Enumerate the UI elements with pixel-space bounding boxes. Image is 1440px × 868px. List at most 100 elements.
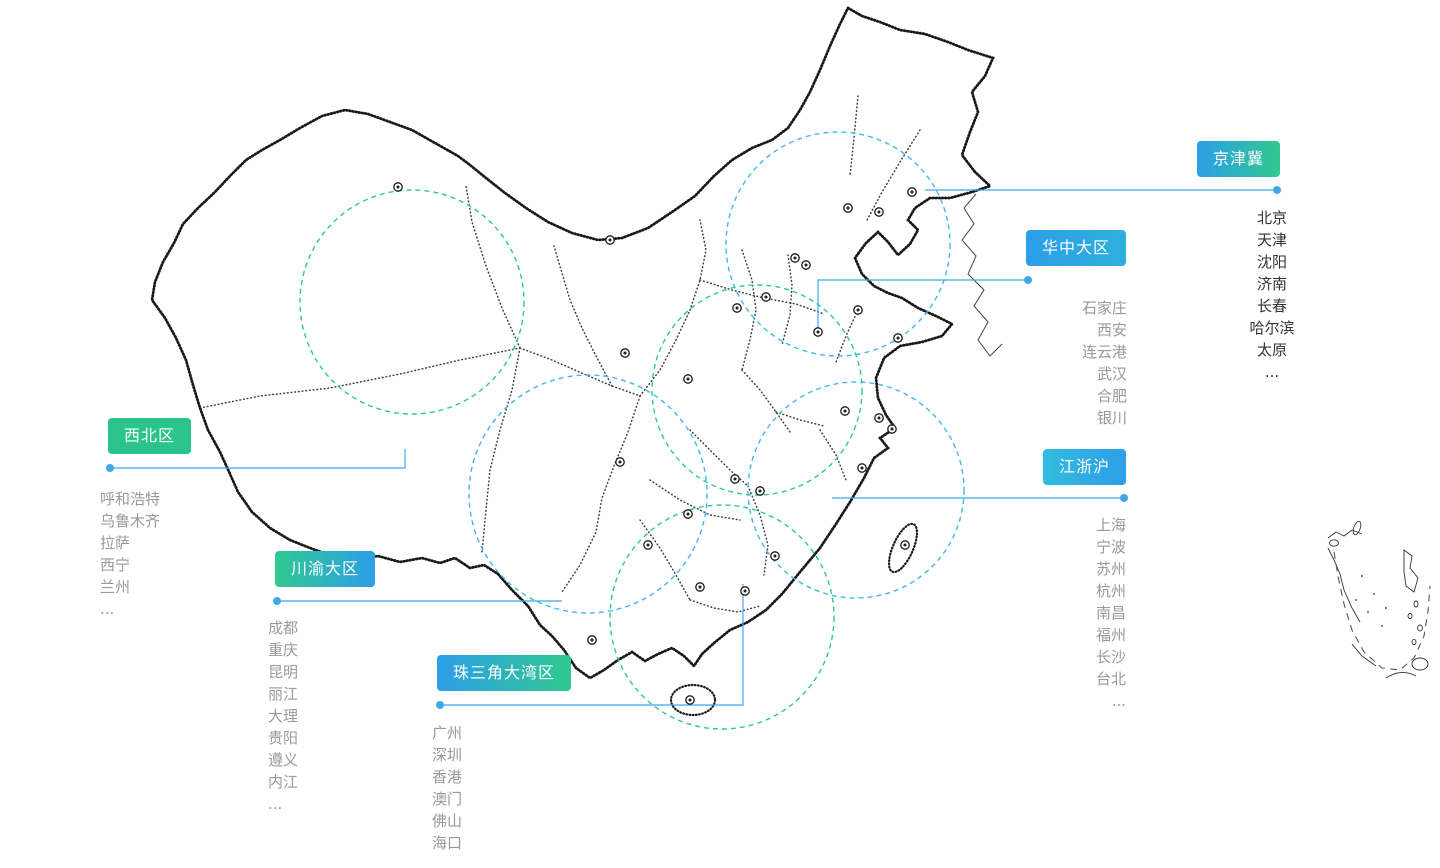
region-label-jingjinji[interactable]: 京津冀 [1197,141,1281,177]
city-name: 太原 [1256,341,1287,359]
region-label-chuanyu[interactable]: 川渝大区 [275,551,376,587]
city-marker-dot [735,306,739,310]
city-name: 兰州 [100,578,131,596]
city-name: 昆明 [268,663,299,681]
city-name: 香港 [432,768,463,786]
city-marker-dot [877,210,881,214]
city-list-chuanyu: 成都重庆昆明丽江大理贵阳遵义内江... [268,617,388,815]
city-name: 西安 [1096,321,1127,339]
region-circle-central [651,284,863,496]
city-marker-dot [773,554,777,558]
region-circle-jingjinji [725,131,951,357]
city-marker-dot [743,589,747,593]
connector-dot-zhusanjiao [436,701,444,709]
region-label-xibei[interactable]: 西北区 [108,418,192,454]
city-name: 武汉 [1096,365,1127,383]
city-marker-dot [846,206,850,210]
city-marker-dot [618,460,622,464]
city-marker-dot [816,330,820,334]
city-name: 贵阳 [268,729,299,747]
region-circle-jiangzhehu [747,381,965,599]
region-circle-chuanyu [468,374,708,614]
city-marker-dot [843,409,847,413]
city-name: 遵义 [268,751,299,769]
city-list-jingjinji: 北京天津沈阳济南长春哈尔滨太原... [1212,207,1332,383]
city-markers [393,182,917,705]
city-name: 成都 [268,619,299,637]
connector-zhusanjiao [440,584,744,706]
south-china-sea-inset-map [1327,520,1431,679]
city-name: 长沙 [1095,648,1126,666]
connector-xibei [110,449,406,469]
city-name: 连云港 [1081,343,1127,361]
city-name: ... [268,795,283,813]
china-outline [150,6,995,717]
city-name: 西宁 [100,556,131,574]
region-label-huazhong[interactable]: 华中大区 [1026,230,1127,266]
connectors [106,186,1281,709]
city-name: 南昌 [1095,604,1126,622]
city-name: 苏州 [1095,560,1126,578]
region-circles [299,131,965,730]
city-name: 长春 [1256,297,1287,315]
city-marker-dot [860,466,864,470]
korea-outline [961,193,1003,357]
city-marker-dot [910,190,914,194]
city-marker-dot [793,256,797,260]
city-name: 佛山 [432,812,463,830]
city-name: 广州 [432,724,463,742]
city-name: 福州 [1095,626,1126,644]
city-marker-dot [764,295,768,299]
region-circle-zhusanjiao [609,504,835,730]
city-marker-dot [590,638,594,642]
city-name: 石家庄 [1081,299,1127,317]
city-marker-dot [896,336,900,340]
city-marker-dot [608,238,612,242]
city-name: 银川 [1096,409,1127,427]
city-name: ... [432,856,447,868]
city-name: 重庆 [268,641,299,659]
city-marker-dot [877,416,881,420]
city-name: ... [1111,692,1126,710]
city-marker-dot [733,477,737,481]
connector-dot-jingjinji [1273,186,1281,194]
city-marker-dot [688,698,692,702]
city-name: ... [1264,363,1280,381]
city-name: 杭州 [1095,582,1126,600]
city-list-zhusanjiao: 广州深圳香港澳门佛山海口... [432,722,562,868]
province-borders [199,95,921,613]
connector-dot-xibei [106,464,114,472]
city-list-huazhong: 石家庄西安连云港武汉合肥银川 [1027,297,1127,429]
city-marker-dot [686,512,690,516]
city-name: 上海 [1095,516,1126,534]
city-name: 内江 [268,773,299,791]
city-name: 乌鲁木齐 [100,512,161,530]
city-marker-dot [698,585,702,589]
city-name: 呼和浩特 [100,490,161,508]
connector-dot-chuanyu [273,597,281,605]
city-name: 拉萨 [100,534,131,552]
city-marker-dot [890,427,894,431]
city-marker-dot [804,263,808,267]
city-marker-dot [646,543,650,547]
city-name: 宁波 [1095,538,1126,556]
city-marker-dot [758,489,762,493]
city-name: 哈尔滨 [1249,319,1295,337]
city-marker-dot [396,185,400,189]
city-list-xibei: 呼和浩特乌鲁木齐拉萨西宁兰州... [100,488,230,620]
city-name: 沈阳 [1256,253,1287,271]
city-name: 澳门 [432,790,463,808]
city-marker-dot [856,308,860,312]
region-label-zhusanjiao[interactable]: 珠三角大湾区 [437,655,572,691]
south-china-sea-inset [1326,516,1438,684]
city-name: 天津 [1256,231,1287,249]
city-name: 北京 [1256,209,1287,227]
city-list-jiangzhehu: 上海宁波苏州杭州南昌福州长沙台北... [1026,514,1126,712]
region-circle-northwest [299,189,525,415]
city-marker-dot [686,377,690,381]
city-name: 济南 [1256,275,1287,293]
region-label-jiangzhehu[interactable]: 江浙沪 [1043,449,1127,485]
city-name: 大理 [268,707,299,725]
